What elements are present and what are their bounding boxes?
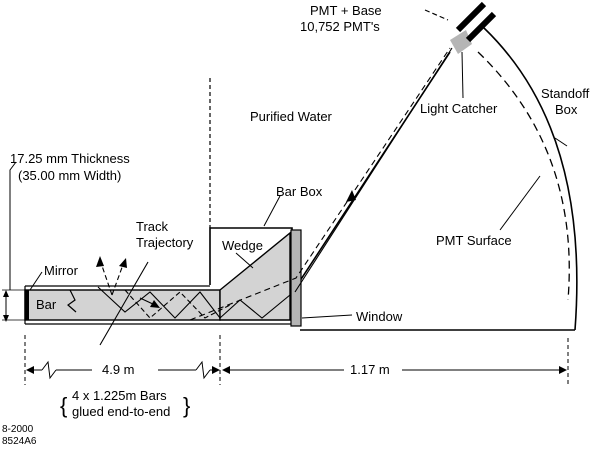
leader-mirror bbox=[29, 271, 43, 291]
photon-path-solid bbox=[294, 47, 453, 293]
label-code-1: 8-2000 bbox=[2, 424, 34, 435]
leader-wedge bbox=[235, 252, 254, 269]
label-length-standoff: 1.17 m bbox=[350, 362, 390, 377]
standoff-box-arc bbox=[483, 27, 578, 331]
label-pmt-base: PMT + Base bbox=[310, 3, 382, 18]
dim-4-9m bbox=[26, 360, 220, 380]
brace-left: { bbox=[60, 393, 67, 418]
label-light-catcher: Light Catcher bbox=[420, 101, 498, 116]
label-window: Window bbox=[356, 309, 403, 324]
leader-thickness bbox=[9, 161, 17, 290]
trajectory-arrow-2 bbox=[111, 261, 125, 296]
light-catcher bbox=[450, 30, 472, 54]
track-trajectory-dashed bbox=[124, 289, 231, 319]
photon-arrowhead bbox=[346, 190, 356, 202]
label-standoff-box-2: Box bbox=[555, 102, 578, 117]
photon-path-dashed bbox=[189, 47, 451, 321]
bar-break-mark bbox=[67, 289, 77, 313]
leader-light-catcher bbox=[461, 51, 464, 99]
pmt-upper-dash bbox=[424, 9, 449, 21]
thickness-arrow-bottom bbox=[3, 315, 9, 322]
trajectory-arrow-1 bbox=[99, 259, 113, 296]
track-trajectory-solid bbox=[97, 286, 291, 319]
trajectory-arrowhead-1 bbox=[96, 256, 104, 267]
pmt-surface-arc bbox=[477, 51, 570, 301]
track-line bbox=[99, 261, 149, 346]
label-bar: Bar bbox=[36, 297, 57, 312]
label-track-2: Trajectory bbox=[136, 235, 194, 250]
label-pmt-surface: PMT Surface bbox=[436, 233, 512, 248]
label-bars-note-1: 4 x 1.225m Bars bbox=[72, 388, 167, 403]
trajectory-arrowhead-2 bbox=[119, 258, 127, 268]
label-standoff-box-1: Standoff bbox=[541, 86, 590, 101]
leader-standoff-box bbox=[554, 137, 568, 147]
label-bars-note-2: glued end-to-end bbox=[72, 404, 170, 419]
dim-1-17m bbox=[222, 366, 567, 374]
pmt-base bbox=[455, 1, 497, 43]
label-code-2: 8524A6 bbox=[2, 436, 37, 447]
label-length-bars: 4.9 m bbox=[102, 362, 135, 377]
label-width: (35.00 mm Width) bbox=[18, 168, 121, 183]
trajectory-arrowhead-3 bbox=[150, 300, 160, 308]
standoff-box-outline bbox=[209, 51, 451, 296]
mirror bbox=[25, 290, 29, 320]
label-purified-water: Purified Water bbox=[250, 109, 333, 124]
leader-window bbox=[301, 314, 353, 319]
label-mirror: Mirror bbox=[44, 263, 79, 278]
label-wedge: Wedge bbox=[222, 238, 263, 253]
leader-pmt-surface bbox=[499, 175, 541, 231]
label-thickness: 17.25 mm Thickness bbox=[10, 151, 130, 166]
thickness-arrow-top bbox=[3, 290, 9, 297]
leader-bar-box bbox=[263, 195, 281, 227]
label-track-1: Track bbox=[136, 219, 169, 234]
brace-right: } bbox=[183, 393, 190, 418]
label-pmt-count: 10,752 PMT's bbox=[300, 19, 380, 34]
label-bar-box: Bar Box bbox=[276, 184, 323, 199]
